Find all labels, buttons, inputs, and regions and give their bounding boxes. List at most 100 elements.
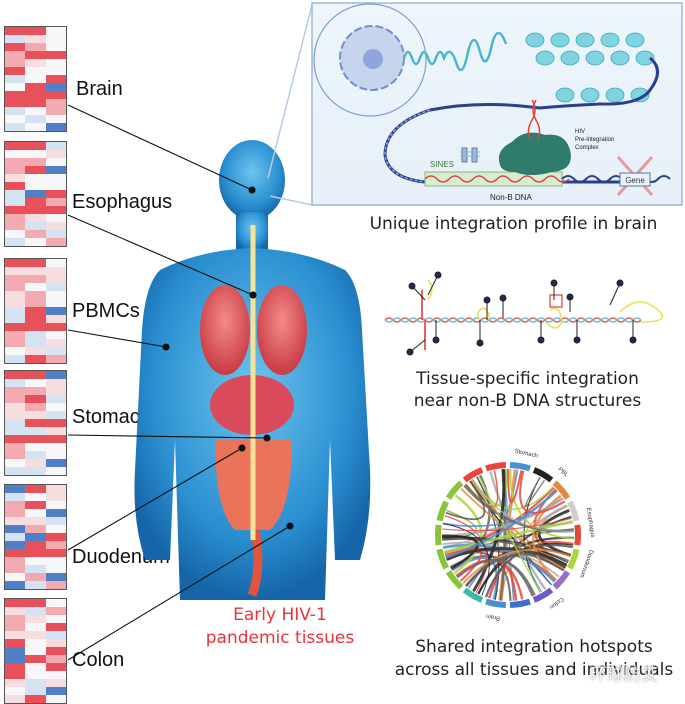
pre-integration-complex bbox=[498, 132, 571, 175]
circos-label: Duodenum bbox=[578, 549, 594, 579]
heatmap-cell bbox=[45, 573, 66, 581]
heatmap-cell bbox=[5, 150, 26, 158]
heatmap-cell bbox=[25, 43, 46, 51]
heatmap-cell bbox=[5, 403, 26, 411]
heatmap-cell bbox=[45, 451, 66, 459]
heatmap-cell bbox=[45, 238, 66, 246]
heatmap-cell bbox=[5, 671, 26, 679]
heatmap-cell bbox=[5, 655, 26, 663]
circos-ribbon bbox=[442, 517, 573, 532]
heatmap-cell bbox=[5, 123, 26, 131]
heatmap-cell bbox=[5, 623, 26, 631]
circos-ribbon bbox=[445, 480, 486, 521]
heatmap-cell bbox=[25, 158, 46, 166]
heatmap-cell bbox=[45, 671, 66, 679]
chromatin-fiber bbox=[402, 31, 508, 72]
heatmap-cell bbox=[45, 371, 66, 379]
circos-segment bbox=[445, 570, 464, 590]
heatmap-cell bbox=[5, 115, 26, 123]
tissue-label-esophagus: Esophagus bbox=[72, 191, 173, 213]
heatmap-cell bbox=[45, 198, 66, 206]
heatmap-cell bbox=[5, 501, 26, 509]
circos-ribbon bbox=[442, 523, 490, 596]
inset-panel: Gene SINES Non-B DNA HIV Pre-integration… bbox=[311, 2, 683, 206]
heatmap-cell bbox=[45, 615, 66, 623]
heatmap-cell bbox=[45, 607, 66, 615]
heatmap-cell bbox=[5, 467, 26, 475]
heatmap-cell bbox=[25, 435, 46, 443]
circos-ribbon bbox=[462, 548, 571, 585]
circos-ribbon bbox=[441, 497, 564, 537]
heatmap-cell bbox=[5, 75, 26, 83]
heatmap-cell bbox=[5, 459, 26, 467]
circos-segment bbox=[436, 548, 450, 570]
circos-segment bbox=[436, 500, 450, 522]
heatmap-cell bbox=[25, 387, 46, 395]
heatmap-cell bbox=[5, 615, 26, 623]
heatmap-cell bbox=[5, 525, 26, 533]
heatmap-cell bbox=[45, 411, 66, 419]
heatmap-cell bbox=[45, 663, 66, 671]
heatmap-cell bbox=[25, 663, 46, 671]
circos-ribbon bbox=[526, 561, 552, 592]
heatmap-cell bbox=[25, 27, 46, 35]
heatmap-cell bbox=[45, 142, 66, 150]
heatmap-cell bbox=[5, 451, 26, 459]
heatmap-cell bbox=[45, 459, 66, 467]
circos-segment bbox=[509, 462, 531, 472]
heatmap-cell bbox=[45, 355, 66, 363]
heatmap-cell bbox=[5, 339, 26, 347]
circos-ribbon bbox=[478, 475, 541, 593]
tissue-label-brain: Brain bbox=[76, 78, 123, 100]
heatmap-cell bbox=[5, 549, 26, 557]
heatmap-cell bbox=[25, 467, 46, 475]
heatmap-cell bbox=[25, 509, 46, 517]
heatmap-cell bbox=[45, 59, 66, 67]
heatmap-cell bbox=[5, 355, 26, 363]
heatmap-cell bbox=[5, 411, 26, 419]
heatmap-cell bbox=[25, 174, 46, 182]
heatmap-cell bbox=[5, 419, 26, 427]
heatmap-cell bbox=[5, 631, 26, 639]
heatmap-cell bbox=[25, 607, 46, 615]
heatmap-cell bbox=[5, 283, 26, 291]
heatmap-cell bbox=[25, 83, 46, 91]
caption-early-hiv-line1: Early HIV-1 bbox=[233, 605, 327, 625]
heatmap-cell bbox=[25, 182, 46, 190]
heatmap-cell bbox=[5, 206, 26, 214]
non-b-dna-diagram bbox=[384, 271, 664, 356]
heatmap-cell bbox=[25, 259, 46, 267]
heatmap-cell bbox=[5, 395, 26, 403]
heatmap-cell bbox=[25, 238, 46, 246]
heatmap-cell bbox=[45, 395, 66, 403]
heatmap-cell bbox=[5, 347, 26, 355]
heatmap-cell bbox=[5, 533, 26, 541]
heatmap-cell bbox=[25, 671, 46, 679]
heatmap-cell bbox=[5, 443, 26, 451]
heatmap-cell bbox=[25, 517, 46, 525]
heatmap-cell bbox=[25, 355, 46, 363]
heatmap-cell bbox=[5, 142, 26, 150]
heatmap-cell bbox=[45, 51, 66, 59]
heatmap-cell bbox=[45, 115, 66, 123]
heatmap-cell bbox=[25, 493, 46, 501]
heatmap-cell bbox=[45, 623, 66, 631]
heatmap-cell bbox=[25, 655, 46, 663]
zoom-wedge-top bbox=[267, 4, 313, 179]
heatmap-cell bbox=[5, 599, 26, 607]
heatmap-cell bbox=[5, 267, 26, 275]
heatmap-cell bbox=[45, 315, 66, 323]
circos-segment bbox=[566, 548, 580, 570]
caption-shared-line2: across all tissues and individuals bbox=[394, 660, 674, 680]
pic-label-line2: Complex bbox=[575, 145, 599, 151]
heatmap-cell bbox=[25, 75, 46, 83]
heatmap-cell bbox=[25, 91, 46, 99]
dna-double-helix bbox=[383, 56, 659, 184]
heatmap-cell bbox=[25, 291, 46, 299]
circos-ribbon bbox=[471, 479, 574, 532]
heatmap-cell bbox=[5, 158, 26, 166]
circos-label: Brain bbox=[486, 612, 501, 620]
heatmap-cell bbox=[25, 411, 46, 419]
caption-early-hiv: Early HIV-1 pandemic tissues bbox=[190, 604, 370, 650]
